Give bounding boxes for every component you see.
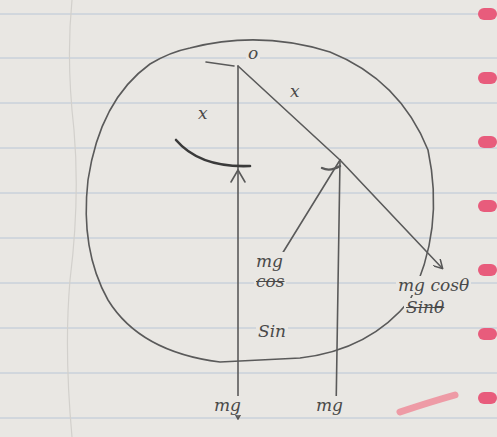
length-label: x bbox=[288, 82, 302, 101]
arc-path bbox=[176, 140, 250, 166]
ruled-lines bbox=[0, 14, 497, 418]
force-label: mg bbox=[254, 252, 285, 271]
weight-arrow bbox=[336, 160, 340, 412]
force-label: mg bbox=[314, 396, 345, 415]
paper-crease bbox=[67, 0, 76, 437]
weight-arrow bbox=[237, 66, 239, 418]
length-label: x bbox=[196, 104, 210, 123]
red-smudge bbox=[400, 395, 455, 412]
force-label: mg bbox=[212, 396, 243, 415]
tick-mark bbox=[238, 170, 245, 182]
force-label: Sin bbox=[256, 322, 288, 341]
force-label: cos bbox=[254, 272, 286, 291]
force-label: mg cosθ bbox=[396, 276, 471, 295]
pendulum-string bbox=[238, 66, 340, 160]
spiral-rings bbox=[478, 8, 497, 404]
pencil-drawing bbox=[86, 40, 442, 418]
force-label: Sinθ bbox=[404, 298, 446, 317]
circle-outline bbox=[86, 40, 433, 362]
point-label: o bbox=[246, 44, 260, 63]
pivot-mark bbox=[206, 62, 234, 66]
tension-component-arrow bbox=[340, 160, 442, 268]
component-line bbox=[282, 160, 340, 254]
tick-mark bbox=[231, 170, 238, 182]
bob-mark bbox=[322, 166, 340, 170]
